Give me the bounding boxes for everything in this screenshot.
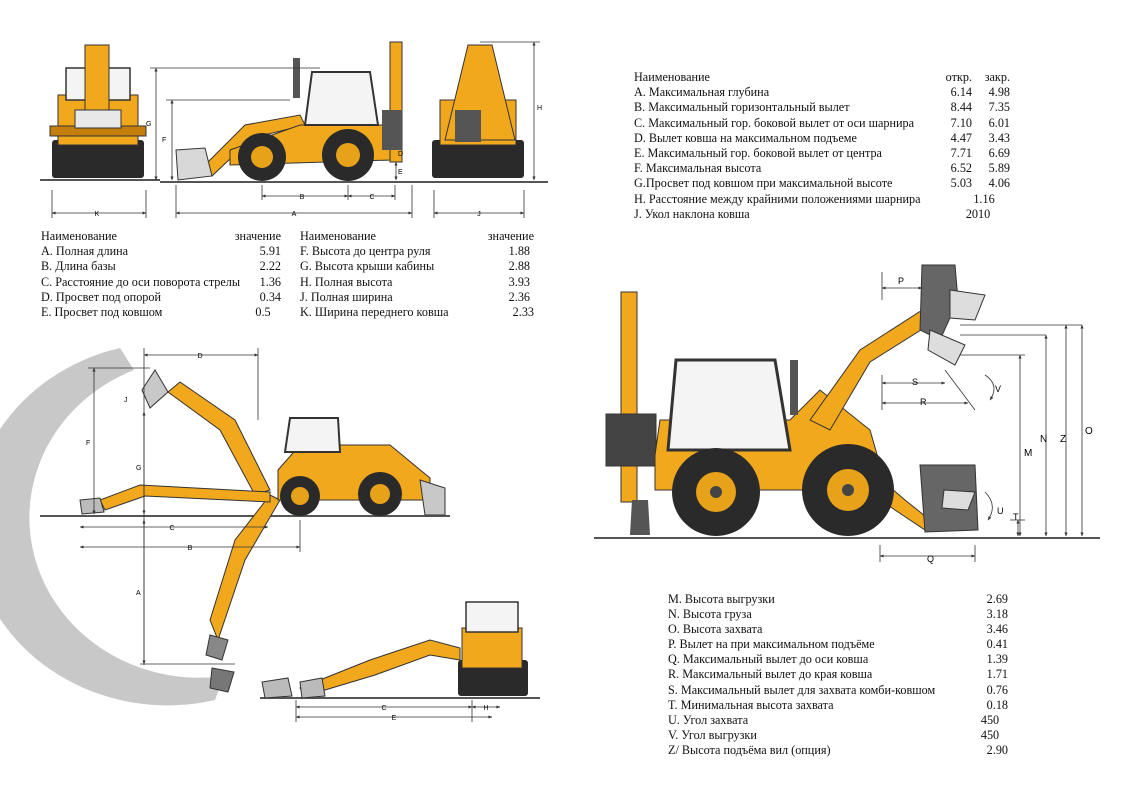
- col-header-name: Наименование: [41, 229, 117, 243]
- reach-label-c: C: [169, 525, 174, 532]
- table-row: S. Максимальный вылет для захвата комби-…: [668, 682, 1008, 697]
- col-header-value: значение: [234, 229, 281, 243]
- side-reach-label-e: E: [392, 715, 397, 722]
- side-reach-label-h: H: [483, 705, 488, 712]
- front-view-drawing: [40, 44, 160, 181]
- col-header-open: откр.: [945, 70, 972, 84]
- reach-label-a: A: [136, 590, 141, 597]
- dim-label-e: E: [398, 169, 403, 176]
- side-view-dims: [150, 67, 413, 218]
- loader-label-s: S: [912, 377, 918, 387]
- dim-label-b: B: [300, 194, 305, 201]
- table-row: G.Просвет под ковшом при максимальной вы…: [634, 176, 1010, 191]
- loader-label-m: M: [1024, 448, 1032, 459]
- loader-label-u: U: [997, 506, 1004, 516]
- rear-view-dims: [433, 41, 540, 218]
- reach-dims: [79, 348, 301, 665]
- rear-view-drawing: [420, 44, 548, 183]
- table-row: H. Расстояние между крайними положениями…: [634, 191, 995, 206]
- dim-label-k: K: [95, 211, 100, 218]
- loader-dims: [879, 272, 1084, 562]
- col-header-name: Наименование: [300, 229, 376, 243]
- dim-label-h: H: [537, 105, 542, 112]
- loader-label-r: R: [920, 397, 927, 407]
- loader-label-o: O: [1085, 426, 1093, 437]
- machine-spec-table-right: Наименование значение F. Высота до центр…: [300, 229, 534, 320]
- dim-label-d: D: [398, 151, 403, 158]
- loader-label-q: Q: [927, 554, 934, 564]
- dim-label-c: C: [369, 194, 374, 201]
- dim-label-j: J: [477, 211, 481, 218]
- reach-label-b: B: [188, 545, 193, 552]
- col-header-closed: закр.: [984, 70, 1010, 84]
- table-row: Z/ Высота подъёма вил (опция)2.90: [668, 742, 1008, 757]
- loader-label-t: T: [1013, 512, 1019, 522]
- front-view-dims: [51, 190, 147, 218]
- side-reach-dims: [295, 700, 501, 722]
- dim-label-g: G: [146, 121, 151, 128]
- reach-label-g: G: [136, 465, 141, 472]
- loader-label-p: P: [898, 276, 904, 286]
- col-header-name: Наименование: [634, 70, 710, 84]
- reach-label-f: F: [86, 440, 90, 447]
- loader-label-n: N: [1040, 434, 1047, 445]
- loader-diagram: [594, 264, 1100, 539]
- side-view-drawing: [160, 41, 420, 183]
- side-reach-drawing: [260, 601, 540, 699]
- table-row: C. Максимальный гор. боковой вылет от ос…: [634, 115, 1010, 130]
- loader-label-z: Z: [1060, 434, 1066, 445]
- table-row: E. Максимальный гор. боковой вылет от це…: [634, 146, 1010, 161]
- col-header-value: значение: [487, 229, 534, 243]
- dim-label-a: A: [292, 211, 297, 218]
- excavator-spec-table: Наименование откр. закр. A. Максимальная…: [634, 70, 1010, 222]
- side-reach-label-c: C: [381, 705, 386, 712]
- loader-label-v: V: [995, 384, 1001, 394]
- dim-label-f: F: [162, 137, 166, 144]
- reach-label-j: J: [124, 397, 128, 404]
- reach-label-d: D: [197, 353, 202, 360]
